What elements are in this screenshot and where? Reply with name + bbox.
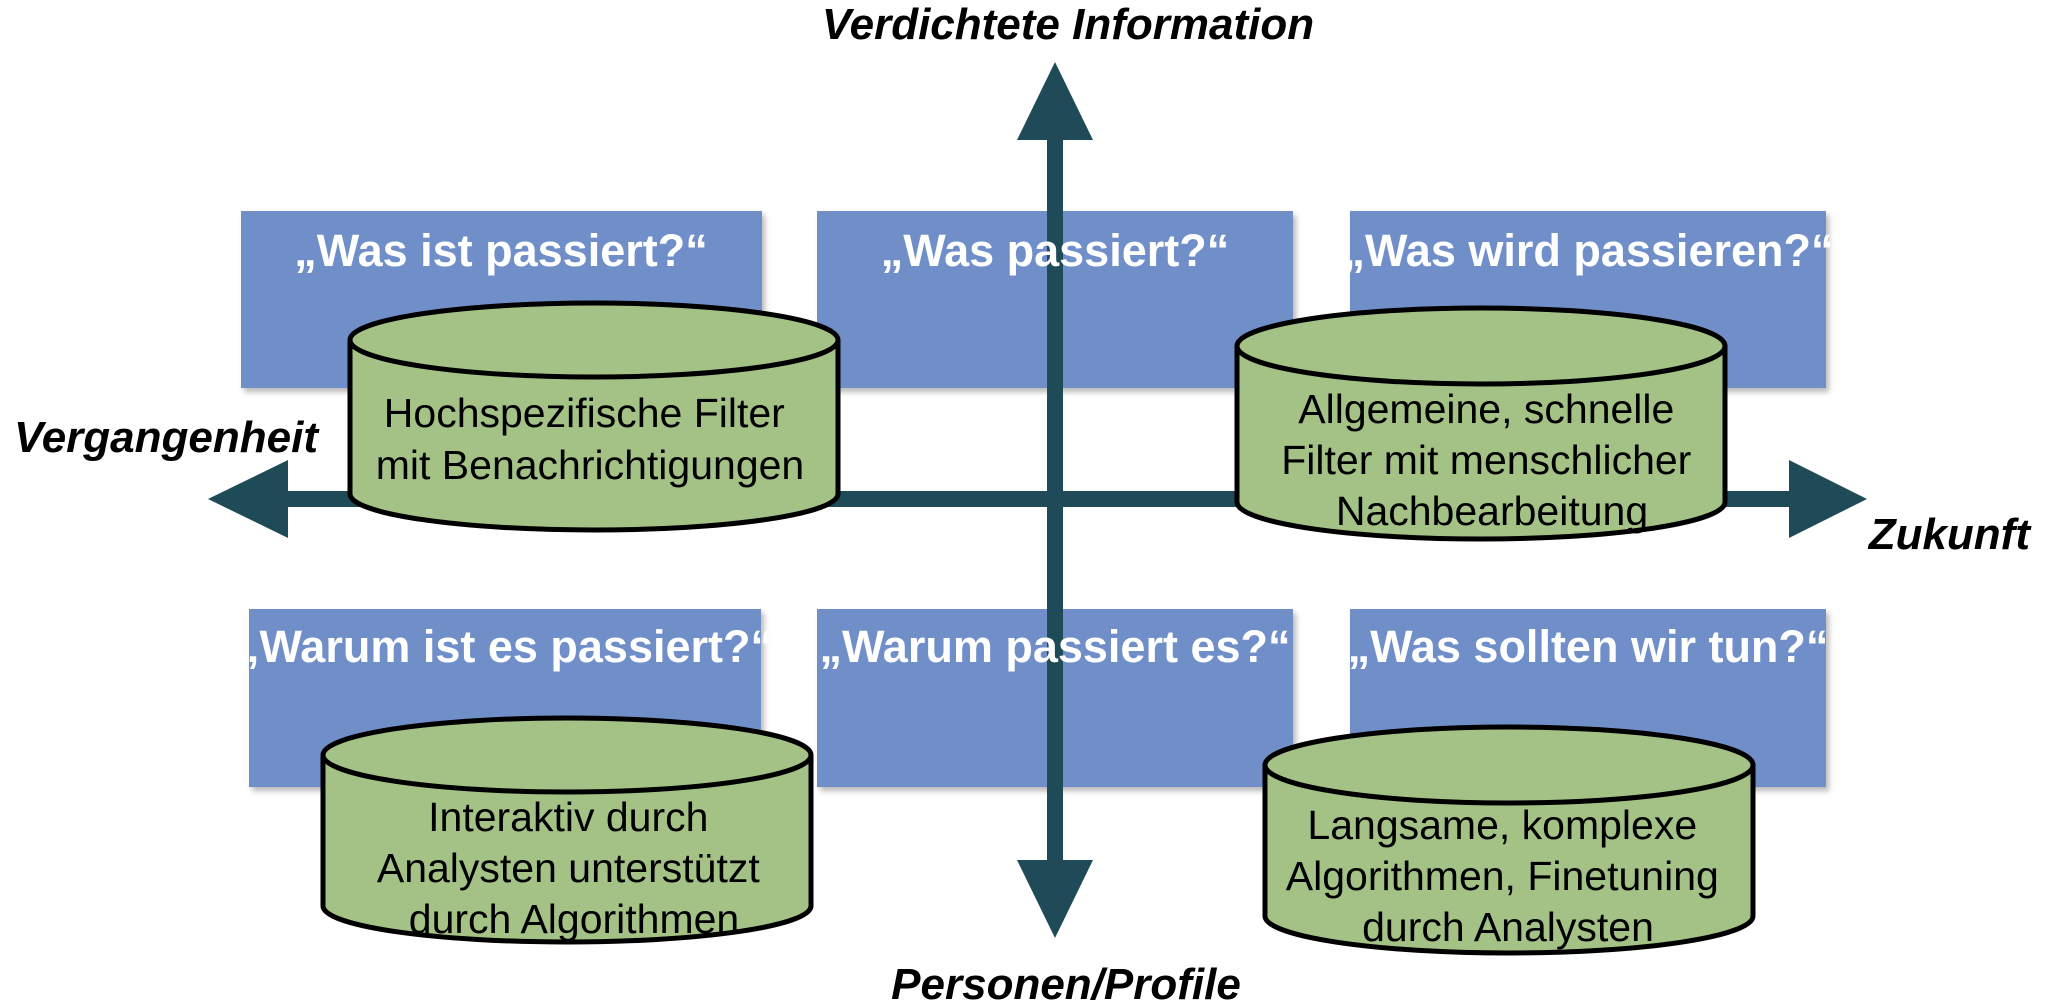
database-top-left-line-1: Hochspezifische Filter: [384, 390, 785, 436]
database-bottom-right-body: [1262, 765, 1756, 956]
database-bottom-right-line-2: Algorithmen, Finetuning: [1286, 853, 1719, 899]
database-bottom-left-line-1: Interaktiv durch: [428, 794, 708, 840]
axis-label-bottom: Personen/Profile: [891, 960, 1241, 1002]
database-bottom-left-line-2: Analysten unterstützt: [377, 845, 760, 891]
database-bottom-right-lid: [1262, 724, 1756, 806]
database-top-right-body: [1234, 346, 1728, 542]
database-bottom-left-text: Interaktiv durch Analysten unterstützt d…: [377, 794, 771, 942]
question-bottom-right: „Was sollten wir tun?“: [1348, 621, 1829, 672]
arrow-right-head: [1789, 460, 1867, 538]
database-bottom-left: Interaktiv durch Analysten unterstützt d…: [320, 715, 814, 945]
axis-label-left: Vergangenheit: [14, 413, 320, 462]
database-bottom-left-body: [320, 755, 814, 945]
database-top-left-line-2: mit Benachrichtigungen: [376, 442, 804, 488]
question-top-center: „Was passiert?“: [881, 225, 1229, 276]
database-top-right-text: Allgemeine, schnelle Filter mit menschli…: [1281, 386, 1703, 534]
arrow-down-head: [1017, 860, 1093, 938]
database-top-right-line-2: Filter mit menschlicher: [1281, 437, 1691, 483]
database-bottom-right-line-1: Langsame, komplexe: [1307, 802, 1697, 848]
database-bottom-left-line-3: durch Algorithmen: [409, 896, 739, 942]
question-top-left: „Was ist passiert?“: [294, 225, 707, 276]
database-top-left: Hochspezifische Filter mit Benachrichtig…: [347, 300, 841, 533]
database-bottom-right-line-3: durch Analysten: [1362, 904, 1654, 950]
database-bottom-left-lid: [320, 715, 814, 795]
question-titles: „Was ist passiert?“ „Was passiert?“ „Was…: [237, 225, 1834, 672]
axis-labels: Verdichtete Information Personen/Profile…: [14, 0, 2032, 1002]
database-top-right-line-3: Nachbearbeitung: [1336, 488, 1648, 534]
database-top-left-lid: [347, 300, 841, 380]
database-top-right-line-1: Allgemeine, schnelle: [1298, 386, 1674, 432]
database-top-right: Allgemeine, schnelle Filter mit menschli…: [1234, 305, 1728, 542]
database-bottom-right-text: Langsame, komplexe Algorithmen, Finetuni…: [1286, 802, 1730, 950]
database-top-left-body: [347, 340, 841, 533]
question-bottom-left: „Warum ist es passiert?“: [237, 621, 773, 672]
arrow-up-head: [1017, 62, 1093, 140]
axis-label-right: Zukunft: [1867, 510, 2033, 559]
database-top-left-text: Hochspezifische Filter mit Benachrichtig…: [376, 390, 804, 488]
question-top-right: „Was wird passieren?“: [1343, 225, 1834, 276]
database-top-right-lid: [1234, 305, 1728, 387]
question-bottom-center: „Warum passiert es?“: [820, 621, 1291, 672]
database-bottom-right: Langsame, komplexe Algorithmen, Finetuni…: [1262, 724, 1756, 956]
axis-label-top: Verdichtete Information: [822, 0, 1314, 49]
arrow-left-head: [208, 460, 288, 538]
